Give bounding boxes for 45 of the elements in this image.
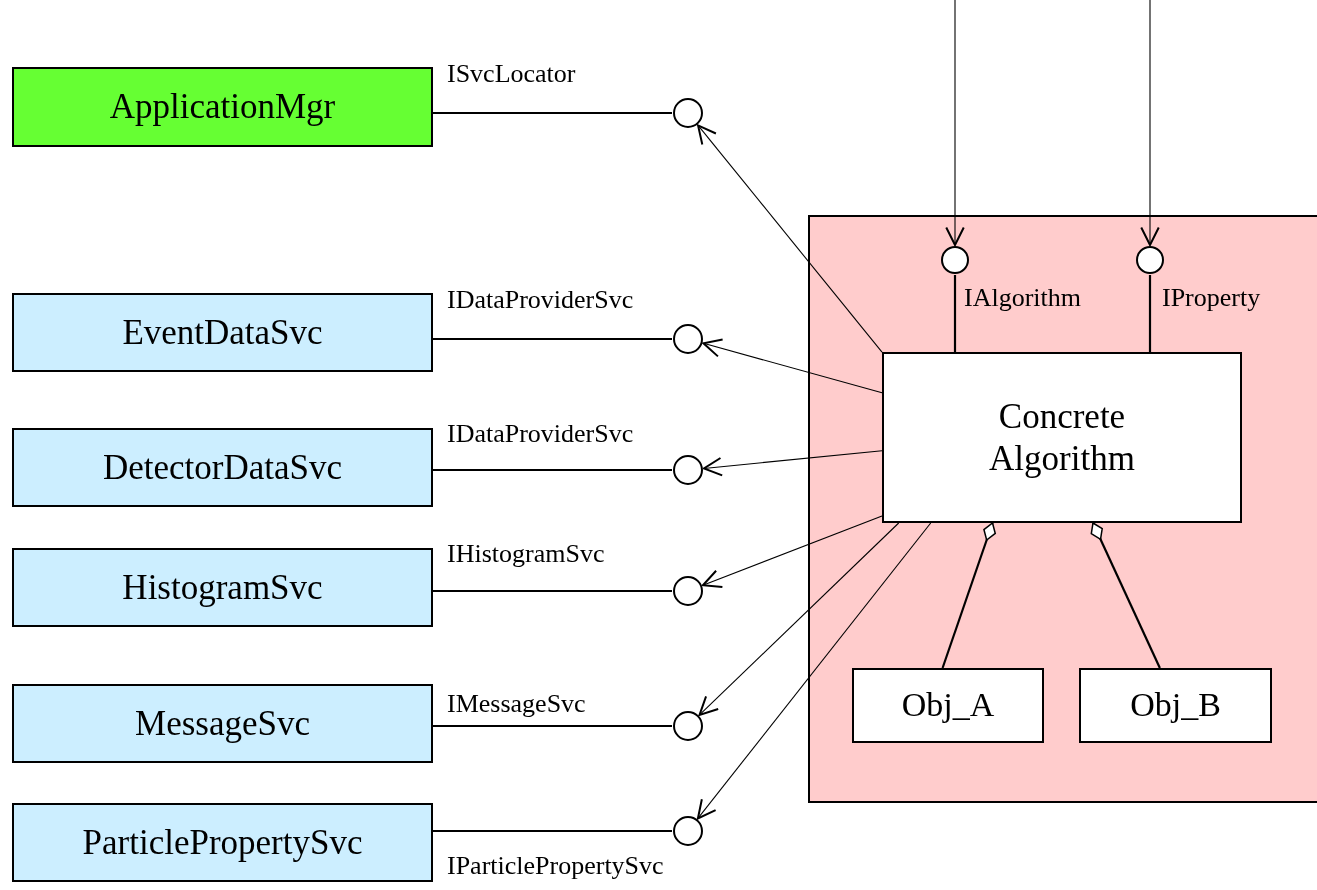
dependency-arrow: [697, 124, 883, 353]
connector-line: [953, 275, 957, 352]
interface-circle: [941, 246, 969, 274]
interface-circle: [673, 576, 703, 606]
dependency-arrow: [701, 515, 883, 589]
dependency-arrow: [696, 522, 932, 820]
box-label: HistogramSvc: [121, 566, 324, 609]
box-label: ParticlePropertySvc: [81, 821, 364, 864]
connector-line: [1148, 275, 1152, 352]
box-label: EventDataSvc: [121, 311, 324, 354]
component-panel: [808, 215, 1317, 803]
service-box: [12, 428, 433, 507]
connector-line: [433, 589, 672, 593]
service-box: [12, 293, 433, 372]
object-box: [1079, 668, 1272, 743]
box-label: Obj_B: [1129, 685, 1222, 726]
service-box: [12, 803, 433, 882]
composition-line: [941, 522, 996, 669]
manager-box: [12, 67, 433, 147]
connector-line: [433, 724, 672, 728]
incoming-arrow: [945, 0, 965, 246]
interface-circle: [673, 455, 703, 485]
connector-line: [433, 337, 672, 341]
interface-circle: [673, 324, 703, 354]
box-label: Obj_A: [900, 685, 996, 726]
dependency-arrow: [702, 338, 883, 394]
service-box: [12, 548, 433, 627]
algorithm-box: [882, 352, 1242, 523]
dependency-arrow: [698, 522, 900, 716]
box-label: ApplicationMgr: [108, 86, 337, 128]
interface-circle: [673, 816, 703, 846]
object-box: [852, 668, 1044, 743]
box-label: Concrete Algorithm: [988, 395, 1136, 480]
connector-line: [433, 468, 672, 472]
dependency-arrow: [702, 450, 883, 477]
connector-line: [433, 829, 672, 833]
interface-circle: [673, 711, 703, 741]
composition-line: [1090, 522, 1161, 669]
connector-line: [433, 111, 672, 115]
interface-circle: [673, 98, 703, 128]
box-label: MessageSvc: [134, 702, 311, 745]
interface-circle: [1136, 246, 1164, 274]
service-box: [12, 684, 433, 763]
incoming-arrow: [1140, 0, 1160, 246]
box-label: DetectorDataSvc: [101, 446, 344, 489]
